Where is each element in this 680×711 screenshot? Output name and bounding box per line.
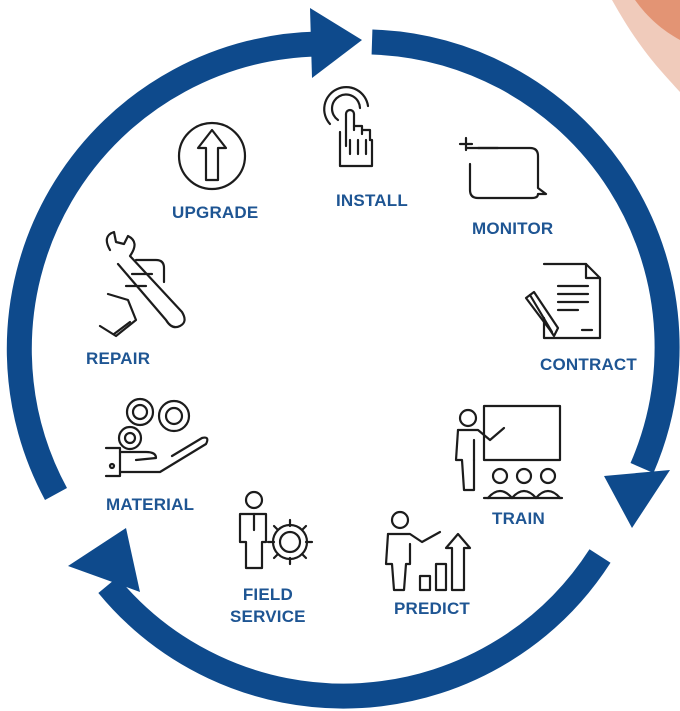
corner-accent — [612, 0, 680, 92]
stage-label-field-service-line1: FIELD — [242, 585, 293, 604]
arrowhead-left — [68, 528, 140, 592]
document-pen-icon — [524, 262, 602, 340]
stage-label-train: TRAIN — [492, 509, 545, 528]
hand-gears-icon — [104, 397, 209, 478]
stage-label-upgrade: UPGRADE — [172, 203, 259, 222]
hand-wrench-icon — [98, 230, 186, 338]
monitor-screen-icon — [458, 136, 548, 200]
stage-label-repair: REPAIR — [86, 349, 151, 368]
stage-label-predict: PREDICT — [394, 599, 471, 618]
cycle-arrowheads — [68, 8, 670, 592]
cycle-arc-bottom — [98, 549, 611, 709]
cycle-arc-right — [371, 29, 680, 473]
stage-label-field-service: FIELD SERVICE — [230, 584, 306, 628]
circle-up-arrow-icon — [177, 121, 247, 191]
arrowhead-right — [604, 470, 670, 528]
person-growth-chart-icon — [384, 510, 472, 592]
stage-label-monitor: MONITOR — [472, 219, 554, 238]
person-gear-icon — [238, 490, 314, 570]
stage-label-material: MATERIAL — [106, 495, 195, 514]
arrowhead-top — [310, 8, 362, 78]
presenter-audience-icon — [454, 404, 564, 500]
stage-label-field-service-line2: SERVICE — [230, 607, 306, 626]
cycle-arc-left — [6, 31, 319, 500]
stage-label-contract: CONTRACT — [540, 355, 637, 374]
stage-label-install: INSTALL — [336, 191, 408, 210]
hand-pointer-touch-icon — [323, 86, 374, 168]
cycle-ring — [6, 29, 680, 709]
